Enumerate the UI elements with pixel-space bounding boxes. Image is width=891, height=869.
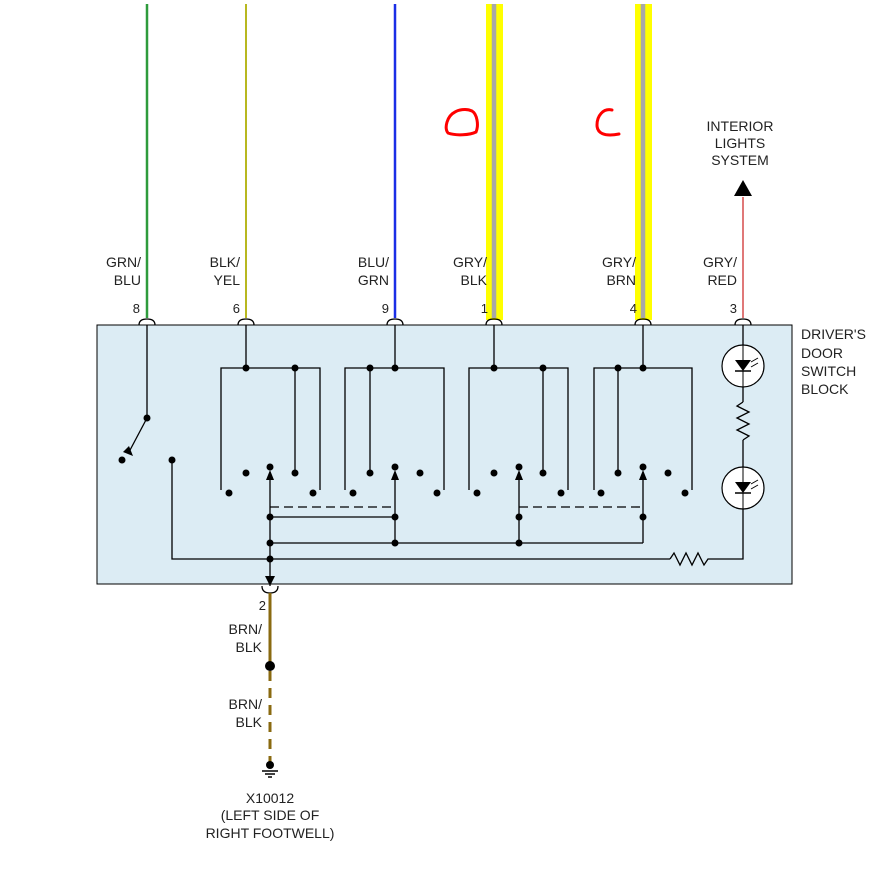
wire-label-blu-grn-2: GRN xyxy=(358,272,389,288)
ground-label-3: RIGHT FOOTWELL) xyxy=(206,825,335,841)
pin-number-3: 3 xyxy=(730,301,737,316)
switch-arrows xyxy=(123,446,647,586)
interior-lights-label-1: INTERIOR xyxy=(707,118,774,134)
ground-wire-label-upper-1: BRN/ xyxy=(229,621,263,637)
wire-label-blk-yel-2: YEL xyxy=(214,272,241,288)
interior-lights-label-2: LIGHTS xyxy=(715,135,766,151)
ground-wire-label-upper-2: BLK xyxy=(236,639,263,655)
pin-number-9: 9 xyxy=(382,301,389,316)
wire-label-gry-brn-2: BRN xyxy=(606,272,636,288)
wire-label-gry-red-1: GRY/ xyxy=(703,254,737,270)
wire-label-gry-blk-1: GRY/ xyxy=(453,254,487,270)
led-icon xyxy=(721,344,765,388)
block-label-2: DOOR xyxy=(801,345,843,361)
pin-number-8: 8 xyxy=(133,301,140,316)
ground-wire-label-lower-2: BLK xyxy=(236,714,263,730)
ground-label-2: (LEFT SIDE OF xyxy=(221,807,320,823)
wire-label-blu-grn-1: BLU/ xyxy=(358,254,389,270)
pin-number-1: 1 xyxy=(481,301,488,316)
ground-label-1: X10012 xyxy=(246,790,294,806)
wire-label-gry-red-2: RED xyxy=(707,272,737,288)
interior-lights-label-3: SYSTEM xyxy=(711,152,769,168)
pin-number-6: 6 xyxy=(233,301,240,316)
ground-symbol-icon xyxy=(262,761,278,778)
wire-label-blk-yel-1: BLK/ xyxy=(210,254,240,270)
wire-label-grn-blu-1: GRN/ xyxy=(106,254,141,270)
wire-label-gry-brn-1: GRY/ xyxy=(602,254,636,270)
block-label-1: DRIVER'S xyxy=(801,326,866,342)
internal-circuit xyxy=(128,325,751,586)
block-label-3: SWITCH xyxy=(801,363,856,379)
splice-dot xyxy=(265,661,275,671)
annotation-circle-mark xyxy=(444,107,479,137)
pin-number-2: 2 xyxy=(259,598,266,613)
pin-number-4: 4 xyxy=(630,301,637,316)
annotation-c-mark xyxy=(595,108,621,137)
wire-label-gry-blk-2: BLK xyxy=(461,272,488,288)
led-icon xyxy=(721,466,765,510)
wire-label-grn-blu-2: BLU xyxy=(114,272,141,288)
block-label-4: BLOCK xyxy=(801,381,849,397)
ground-wire-label-lower-1: BRN/ xyxy=(229,696,263,712)
arrow-up-icon xyxy=(734,180,752,196)
junction-dots xyxy=(118,364,689,563)
